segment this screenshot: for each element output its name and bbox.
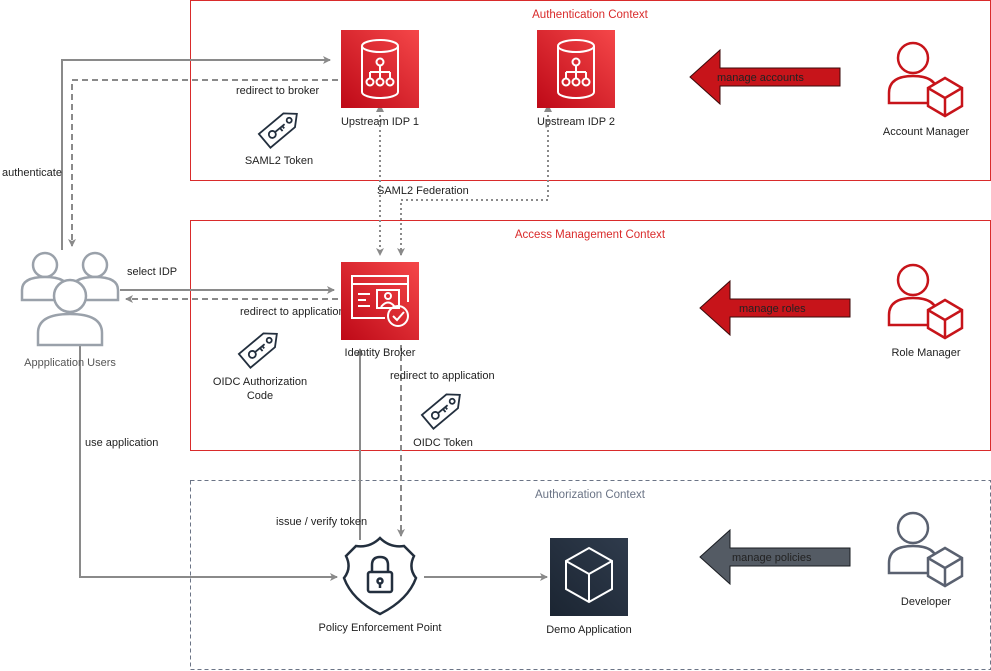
identity-broker-node[interactable]: [341, 262, 419, 340]
oidc-authorization-code-label-line1: OIDC Authorization: [213, 376, 307, 388]
oidc-authorization-code-label-line2: Code: [247, 390, 273, 402]
upstream-idp-1-label: Upstream IDP 1: [341, 116, 419, 128]
database-icon: [361, 39, 399, 99]
access-management-context-box: [190, 220, 991, 451]
edge-label-authenticate: authenticate: [2, 167, 62, 179]
demo-application-node[interactable]: [550, 538, 628, 616]
edge-label-redirect-to-application-pep: redirect to application: [390, 370, 495, 382]
edge-authenticate: [61, 56, 331, 250]
identity-broker-label: Identity Broker: [345, 347, 416, 359]
tag-icon: [420, 393, 461, 431]
saml2-token-label: SAML2 Token: [245, 155, 313, 167]
upstream-idp-2-label: Upstream IDP 2: [537, 116, 615, 128]
account-manager-label: Account Manager: [883, 126, 970, 138]
edge-saml2-federation-idp2: [397, 110, 549, 256]
access-management-context-title: Access Management Context: [515, 229, 666, 241]
user-box-icon: [887, 511, 964, 588]
user-box-icon: [887, 41, 964, 118]
edge-label-saml2-federation: SAML2 Federation: [377, 185, 469, 197]
tag-icon: [237, 332, 278, 370]
manage-roles-label: manage roles: [739, 303, 806, 315]
developer-label: Developer: [901, 596, 951, 608]
oidc-token-label: OIDC Token: [413, 437, 473, 449]
manage-accounts-label: manage accounts: [717, 72, 804, 84]
cube-icon: [565, 546, 613, 604]
manage-roles-arrow: manage roles: [699, 279, 851, 337]
tag-icon: [257, 112, 298, 150]
demo-application-label: Demo Application: [546, 624, 632, 636]
policy-enforcement-point-label: Policy Enforcement Point: [319, 622, 442, 634]
edge-label-use-application: use application: [85, 437, 158, 449]
shield-lock-icon[interactable]: [342, 536, 418, 616]
authentication-context-title: Authentication Context: [532, 9, 649, 21]
edge-label-redirect-to-application-users: redirect to application: [240, 306, 345, 318]
edge-label-issue-verify-token: issue / verify token: [276, 516, 367, 528]
manage-policies-arrow: manage policies: [699, 528, 851, 586]
authorization-context-box: [190, 480, 991, 670]
upstream-idp-1-node[interactable]: [341, 30, 419, 108]
edge-redirect-to-broker: [68, 79, 338, 247]
edge-label-redirect-to-broker: redirect to broker: [236, 85, 319, 97]
database-icon: [557, 39, 595, 99]
edge-use-application: [79, 345, 338, 581]
users-icon: [20, 251, 120, 347]
upstream-idp-2-node[interactable]: [537, 30, 615, 108]
application-users-label: Appplication Users: [24, 357, 116, 369]
manage-accounts-arrow: manage accounts: [689, 48, 841, 106]
authorization-context-title: Authorization Context: [535, 489, 646, 501]
role-manager-label: Role Manager: [891, 347, 960, 359]
identity-card-icon: [351, 275, 409, 327]
manage-policies-label: manage policies: [732, 552, 812, 564]
edge-label-select-idp: select IDP: [127, 266, 177, 278]
user-box-icon: [887, 263, 964, 340]
